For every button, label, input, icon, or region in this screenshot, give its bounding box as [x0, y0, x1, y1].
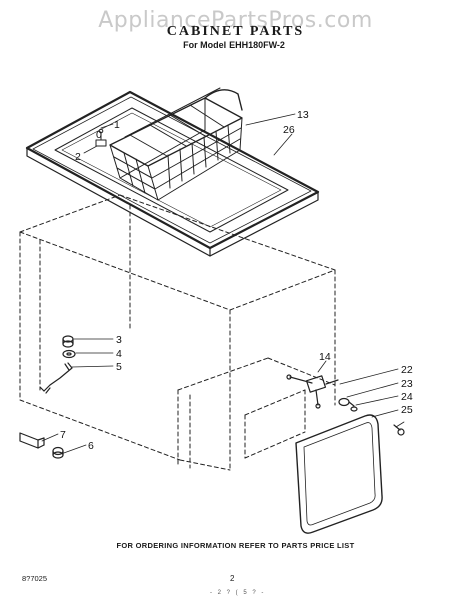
callout-7: 7 [60, 429, 66, 441]
leader-lines [41, 113, 405, 455]
page-title: CABINET PARTS [166, 24, 305, 39]
bottom-stamp: - 2 ? ( 5 ? - [210, 590, 266, 596]
callout-23: 23 [401, 378, 413, 390]
callout-14: 14 [319, 351, 331, 363]
drain-parts [39, 335, 76, 394]
callout-1: 1 [114, 119, 120, 131]
ordering-note: FOR ORDERING INFORMATION REFER TO PARTS … [116, 541, 355, 550]
lid-assembly [25, 90, 320, 257]
figure-code: 8?7025 [22, 574, 48, 583]
callout-6: 6 [88, 440, 94, 452]
drain-cap [19, 432, 64, 459]
knob-parts [338, 397, 358, 412]
cabinet-outline [19, 194, 336, 471]
model-prefix: For Model [183, 40, 227, 50]
model-number: EHH180FW-2 [229, 40, 285, 50]
callout-13: 13 [297, 109, 309, 121]
callout-22: 22 [401, 364, 413, 376]
page-number: 2 [230, 574, 235, 583]
thermostat-control [286, 374, 339, 409]
callout-5: 5 [116, 361, 122, 373]
callout-24: 24 [401, 391, 413, 403]
callout-25: 25 [401, 404, 413, 416]
wire-basket [109, 87, 243, 201]
callout-4: 4 [116, 348, 122, 360]
callout-26: 26 [283, 124, 295, 136]
access-panel [295, 414, 405, 534]
callout-2: 2 [75, 151, 81, 163]
hinge-parts [95, 128, 107, 147]
callout-3: 3 [116, 334, 122, 346]
watermark: AppliancePartsPros.com [98, 8, 373, 33]
callout-0: 0 [96, 129, 102, 141]
